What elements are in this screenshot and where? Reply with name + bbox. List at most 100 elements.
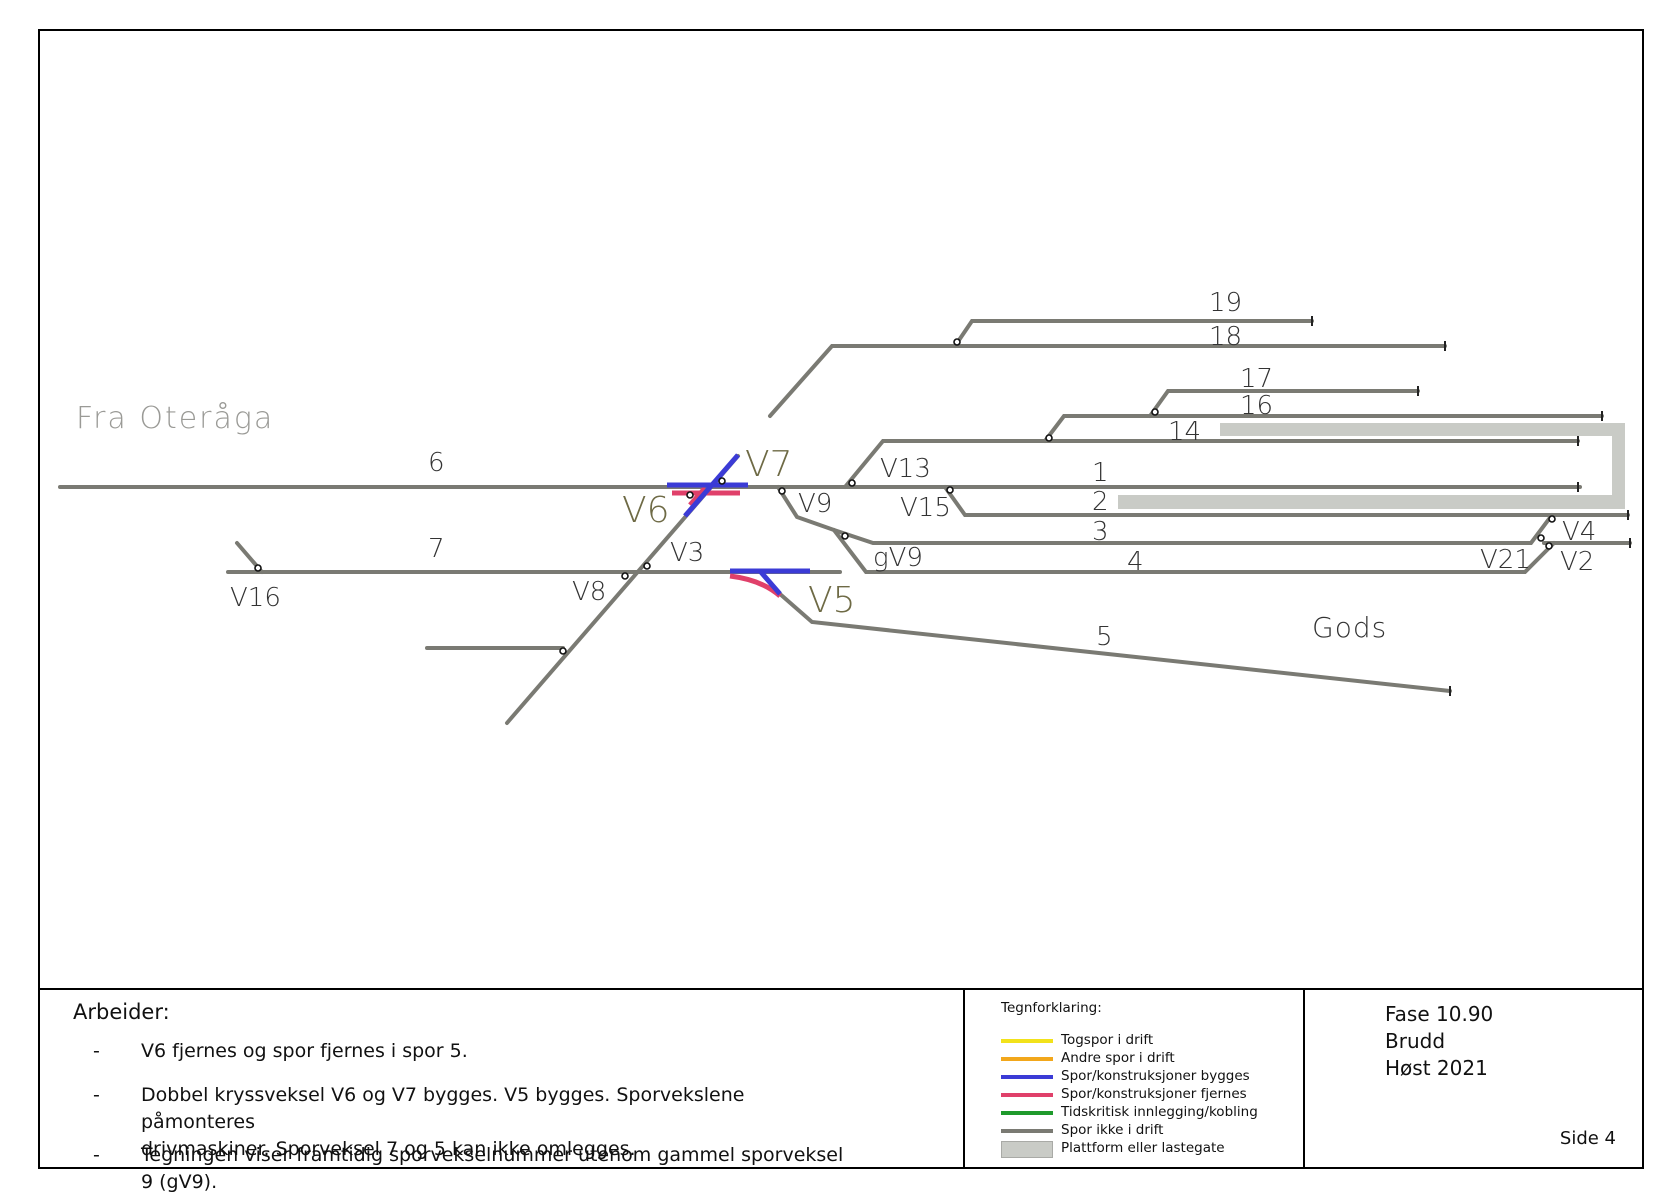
removed-v6-diagonal [688, 486, 707, 507]
switch-point-v2 [1545, 542, 1553, 550]
platform-right-edge [1612, 423, 1625, 509]
switch-point-gv9 [841, 532, 849, 540]
legend-item-label: Plattform eller lastegate [1061, 1140, 1225, 1156]
site-label: Brudd [1385, 1029, 1446, 1053]
switch-point-14 [1045, 434, 1053, 442]
bullet-dash: - [93, 1084, 100, 1106]
switch-point-v3 [643, 562, 651, 570]
track-label-3: 3 [1092, 517, 1109, 547]
track-label-1: 1 [1092, 458, 1109, 488]
orange-line-icon [1001, 1057, 1053, 1061]
legend-item: Plattform eller lastegate [1001, 1140, 1301, 1158]
legend-item-label: Spor ikke i drift [1061, 1122, 1164, 1138]
switch-label-v21: V21 [1480, 545, 1531, 575]
legend-item: Andre spor i drift [1001, 1050, 1301, 1068]
track-14 [843, 439, 1580, 489]
diagram-labels: Fra Oteråga Gods 19 18 17 16 14 6 1 2 3 … [76, 288, 1596, 652]
platform-lower [1118, 495, 1625, 509]
switch-points [254, 338, 1556, 655]
legend-item: Spor/konstruksjoner bygges [1001, 1068, 1301, 1086]
track-19 [953, 319, 1314, 348]
switch-label-v7: V7 [745, 444, 793, 485]
track-label-6: 6 [428, 448, 445, 478]
built-v6-v7-diagonal [683, 453, 740, 518]
switch-label-v5: V5 [808, 580, 856, 621]
track-label-19: 19 [1209, 288, 1242, 318]
track-label-2: 2 [1092, 487, 1109, 517]
built-v5-branch [758, 569, 782, 596]
drawing-frame [38, 29, 1644, 1169]
switch-point-v21 [1537, 534, 1545, 542]
track-label-14: 14 [1168, 417, 1201, 447]
direction-label: Fra Oteråga [76, 400, 274, 436]
yellow-line-icon [1001, 1039, 1053, 1043]
phase-label: Fase 10.90 [1385, 1002, 1494, 1026]
area-label: Gods [1312, 611, 1387, 644]
track-label-5: 5 [1096, 622, 1113, 652]
info-section: Fase 10.90 Brudd Høst 2021 Side 4 [1305, 990, 1644, 1169]
green-line-icon [1001, 1111, 1053, 1115]
switch-point-v15 [946, 486, 954, 494]
page-number: Side 4 [1559, 1128, 1616, 1149]
legend-item-label: Spor/konstruksjoner fjernes [1061, 1086, 1247, 1102]
bullet-dash: - [93, 1144, 100, 1166]
works-title: Arbeider: [73, 1000, 170, 1024]
work-item-text: Dobbel kryssveksel V6 og V7 bygges. V5 b… [141, 1084, 745, 1160]
legend-title: Tegnforklaring: [1001, 1000, 1102, 1016]
legend-item: Spor/konstruksjoner fjernes [1001, 1086, 1301, 1104]
switch-point-v8 [621, 572, 629, 580]
season-label: Høst 2021 [1385, 1056, 1488, 1080]
switch-point-v13 [848, 479, 856, 487]
switch-label-v8: V8 [572, 577, 606, 607]
switch-label-v4: V4 [1562, 517, 1596, 547]
switch-point-16 [1151, 408, 1159, 416]
switch-label-v16: V16 [230, 583, 281, 613]
tracks-not-in-service [58, 319, 1632, 725]
switch-label-v15: V15 [900, 493, 951, 523]
switch-label-v3: V3 [670, 538, 704, 568]
legend-item-label: Togspor i drift [1061, 1032, 1154, 1048]
grey-line-icon [1001, 1129, 1053, 1133]
track-label-18: 18 [1209, 322, 1242, 352]
track-label-4: 4 [1127, 547, 1144, 577]
legend-item-label: Tidskritisk innlegging/kobling [1061, 1104, 1258, 1120]
buffer-stops [1311, 316, 1631, 696]
works-section: Arbeider: - V6 fjernes og spor fjernes i… [38, 990, 965, 1193]
platform-upper [1220, 423, 1625, 436]
switch-point-v16 [254, 564, 262, 572]
switch-point-v9 [778, 487, 786, 495]
track-18 [768, 344, 1447, 418]
track-17 [1148, 389, 1420, 418]
switch-label-gv9: gV9 [873, 543, 923, 573]
blue-line-icon [1001, 1075, 1053, 1079]
legend-item-label: Andre spor i drift [1061, 1050, 1175, 1066]
red-line-icon [1001, 1093, 1053, 1097]
legend-item: Spor ikke i drift [1001, 1122, 1301, 1140]
switch-point-lower [559, 647, 567, 655]
switch-point-v7 [718, 477, 726, 485]
switch-point-18 [953, 338, 961, 346]
legend-item: Tidskritisk innlegging/kobling [1001, 1104, 1301, 1122]
switch-point-v4 [1548, 515, 1556, 523]
switch-point-v6 [686, 491, 694, 499]
switch-label-v9: V9 [798, 489, 832, 519]
legend-item: Togspor i drift [1001, 1032, 1301, 1050]
platform-swatch-icon [1001, 1141, 1053, 1158]
platforms [1118, 423, 1625, 509]
track-3 [776, 485, 1554, 545]
legend-item-label: Spor/konstruksjoner bygges [1061, 1068, 1250, 1084]
track-4 [832, 528, 1556, 574]
track-label-17: 17 [1240, 364, 1273, 394]
track-2 [943, 485, 1630, 517]
legend: Tegnforklaring: Togspor i drift Andre sp… [965, 990, 1305, 1169]
switch-label-v6: V6 [622, 490, 670, 531]
switch-label-v2: V2 [1560, 547, 1594, 577]
switch-label-v13: V13 [880, 454, 931, 484]
works-highlights [667, 453, 810, 598]
title-block: Arbeider: - V6 fjernes og spor fjernes i… [38, 988, 1644, 1193]
track-label-7: 7 [428, 534, 445, 564]
track-label-16: 16 [1240, 391, 1273, 421]
track-5 [778, 592, 1452, 693]
bullet-dash: - [93, 1040, 100, 1062]
track-16 [1043, 414, 1604, 443]
